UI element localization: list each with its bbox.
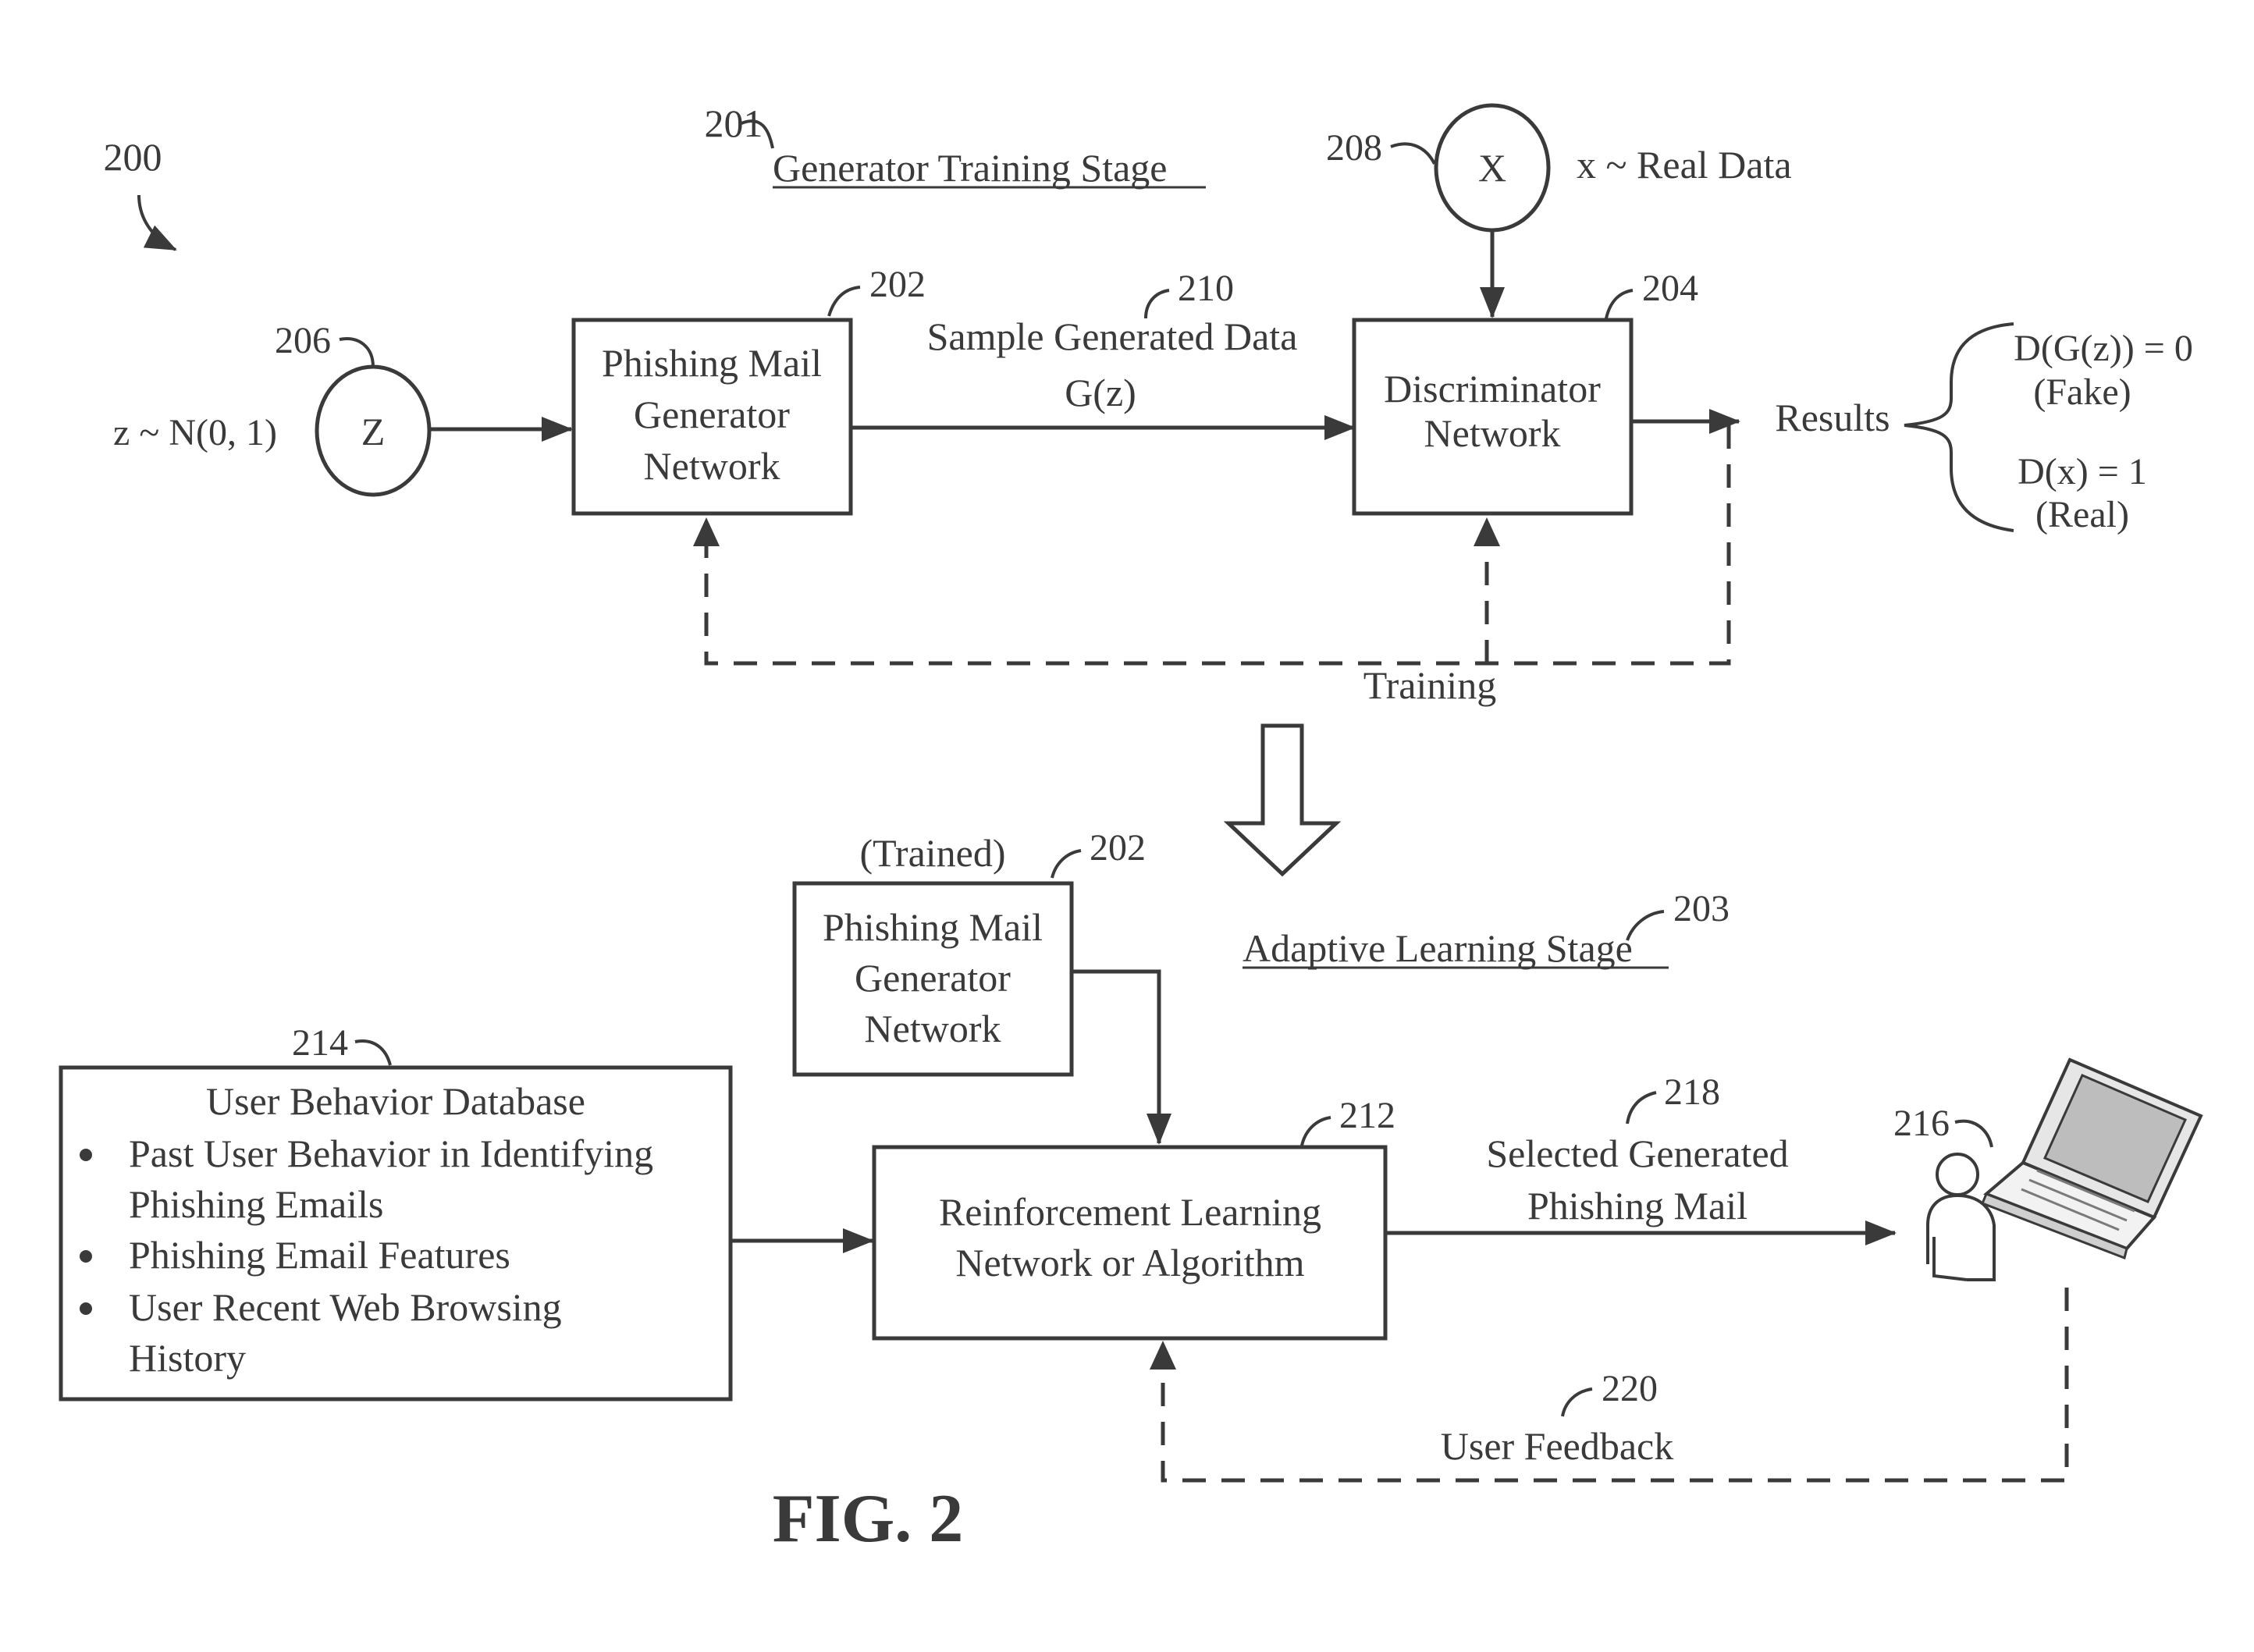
db-item-3-cont: History bbox=[129, 1336, 246, 1380]
ref-200: 200 bbox=[104, 135, 162, 179]
user-feedback-label: User Feedback bbox=[1441, 1424, 1674, 1468]
ref-210-leader bbox=[1144, 289, 1170, 319]
figure-caption: FIG. 2 bbox=[773, 1481, 963, 1557]
real-equation: D(x) = 1 bbox=[2018, 451, 2147, 492]
ref-201: 201 bbox=[705, 101, 763, 145]
ref-203: 203 bbox=[1673, 888, 1730, 929]
ref-204: 204 bbox=[1642, 268, 1698, 309]
ref-220: 220 bbox=[1602, 1368, 1658, 1409]
fake-label: (Fake) bbox=[2033, 371, 2131, 413]
gz-label: G(z) bbox=[1065, 371, 1136, 414]
trained-label: (Trained) bbox=[859, 831, 1005, 875]
training-feedback-loop bbox=[704, 425, 1731, 666]
training-arrowhead-generator bbox=[693, 517, 720, 546]
real-data-label: x ~ Real Data bbox=[1577, 143, 1792, 187]
selected-mail-line-1: Selected Generated bbox=[1486, 1132, 1788, 1175]
ref-201-leader bbox=[741, 119, 774, 149]
ref-212: 212 bbox=[1339, 1095, 1395, 1136]
ref-200-arrow bbox=[137, 194, 177, 251]
generator-network-box bbox=[571, 318, 853, 516]
generator-box-line-2: Generator bbox=[634, 393, 790, 436]
db-item-2: Phishing Email Features bbox=[129, 1233, 510, 1277]
ref-210: 210 bbox=[1178, 268, 1234, 309]
laptop-icon bbox=[1981, 1057, 2203, 1260]
ref-204-leader bbox=[1605, 289, 1634, 319]
reinforcement-learning-box bbox=[872, 1145, 1388, 1341]
ref-218: 218 bbox=[1664, 1071, 1720, 1113]
ref-202-bottom-leader bbox=[1051, 849, 1082, 879]
db-item-1-cont: Phishing Emails bbox=[129, 1182, 383, 1226]
discriminator-box-line-1: Discriminator bbox=[1384, 367, 1601, 410]
ref-206: 206 bbox=[275, 320, 331, 361]
ref-218-leader bbox=[1626, 1091, 1657, 1124]
ref-214-leader bbox=[354, 1039, 392, 1066]
results-label: Results bbox=[1775, 396, 1890, 439]
rl-box-line-1: Reinforcement Learning bbox=[939, 1190, 1321, 1234]
trained-generator-line-1: Phishing Mail bbox=[823, 905, 1043, 949]
db-bullet-3 bbox=[80, 1302, 92, 1315]
ref-214: 214 bbox=[292, 1022, 348, 1064]
ref-203-leader bbox=[1626, 910, 1665, 941]
ref-206-leader bbox=[339, 337, 375, 368]
ref-220-leader bbox=[1561, 1387, 1593, 1417]
db-bullet-1 bbox=[80, 1149, 92, 1161]
training-arrowhead-discriminator bbox=[1474, 517, 1500, 546]
ref-216: 216 bbox=[1893, 1103, 1950, 1144]
training-label: Training bbox=[1363, 663, 1496, 707]
stage-transition-arrow bbox=[1223, 723, 1342, 877]
ref-208: 208 bbox=[1326, 127, 1382, 169]
sample-generated-label: Sample Generated Data bbox=[927, 314, 1298, 358]
trained-generator-line-3: Network bbox=[865, 1007, 1001, 1050]
ref-202-top: 202 bbox=[869, 264, 926, 305]
db-bullet-2 bbox=[80, 1250, 92, 1263]
fake-equation: D(G(z)) = 0 bbox=[2014, 328, 2193, 369]
selected-mail-line-2: Phishing Mail bbox=[1527, 1184, 1747, 1227]
user-feedback-loop bbox=[1161, 1288, 2069, 1483]
generator-box-line-1: Phishing Mail bbox=[602, 341, 822, 385]
generator-box-line-3: Network bbox=[644, 444, 780, 488]
x-node bbox=[1434, 103, 1551, 233]
z-distribution-label: z ~ N(0, 1) bbox=[113, 412, 277, 453]
ref-202-bottom: 202 bbox=[1090, 827, 1146, 869]
trained-generator-box bbox=[792, 881, 1074, 1077]
generator-stage-title: Generator Training Stage bbox=[773, 146, 1167, 190]
x-node-label: X bbox=[1478, 146, 1506, 190]
trained-generator-line-2: Generator bbox=[855, 956, 1011, 1000]
ref-202-top-leader bbox=[827, 286, 861, 317]
real-label: (Real) bbox=[2035, 494, 2129, 535]
adaptive-stage-title: Adaptive Learning Stage bbox=[1243, 926, 1633, 970]
results-brace bbox=[1904, 322, 2014, 532]
trained-generator-to-rl-arrow bbox=[1072, 969, 1171, 1145]
user-feedback-arrowhead bbox=[1150, 1341, 1176, 1370]
user-icon bbox=[1926, 1153, 1996, 1281]
z-node-label: Z bbox=[361, 410, 386, 453]
user-behavior-database-box bbox=[59, 1065, 733, 1402]
db-title: User Behavior Database bbox=[206, 1079, 585, 1123]
db-item-3: User Recent Web Browsing bbox=[129, 1285, 562, 1329]
ref-208-leader bbox=[1390, 142, 1436, 165]
ref-212-leader bbox=[1300, 1116, 1331, 1146]
discriminator-box-line-2: Network bbox=[1424, 411, 1561, 455]
ref-216-leader bbox=[1954, 1119, 1993, 1148]
db-item-1: Past User Behavior in Identifying bbox=[129, 1132, 653, 1175]
rl-box-line-2: Network or Algorithm bbox=[955, 1241, 1304, 1284]
discriminator-network-box bbox=[1352, 318, 1634, 516]
